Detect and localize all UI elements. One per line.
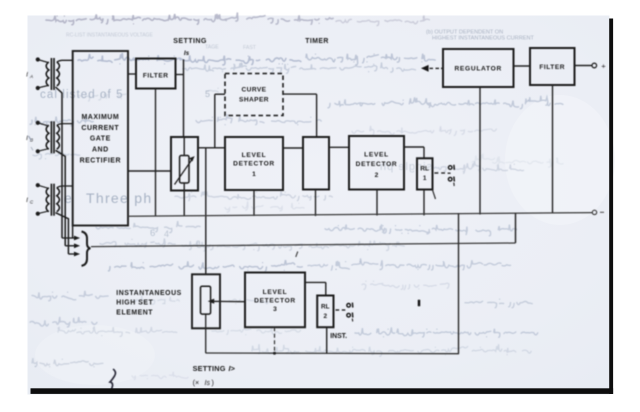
svg-text:MAXIMUM: MAXIMUM (81, 114, 119, 121)
svg-text:2: 2 (324, 313, 328, 320)
svg-text:+: + (601, 61, 606, 70)
svg-text:FILTER: FILTER (143, 73, 169, 80)
svg-text:CURRENT: CURRENT (81, 125, 119, 132)
svg-text:Is: Is (184, 50, 190, 57)
svg-text:B: B (30, 137, 33, 142)
svg-text:LEVEL: LEVEL (364, 152, 389, 159)
svg-text:SHAPER: SHAPER (239, 96, 269, 103)
svg-text:cal listed of 5: cal listed of 5 (40, 89, 124, 101)
svg-text:(b) OUTPUT DEPENDENT ON: (b) OUTPUT DEPENDENT ON (426, 30, 503, 36)
svg-text:TAGE: TAGE (205, 45, 219, 51)
svg-text:SETTING: SETTING (193, 364, 226, 373)
svg-text:I: I (26, 197, 28, 204)
svg-text:4: 4 (164, 229, 169, 239)
svg-text:HIGHEST INSTANTANEOUS CURRENT: HIGHEST INSTANTANEOUS CURRENT (432, 35, 535, 41)
svg-text:GATE: GATE (90, 136, 111, 143)
svg-text:): ) (212, 378, 214, 387)
svg-text:(×: (× (193, 378, 200, 387)
svg-text:CURVE: CURVE (242, 87, 267, 94)
svg-text:DETECTOR: DETECTOR (254, 297, 296, 304)
svg-text:AND: AND (92, 147, 109, 154)
svg-text:Is: Is (205, 380, 211, 387)
svg-text:LEVEL: LEVEL (242, 152, 267, 159)
svg-text:RECTIFIER: RECTIFIER (80, 158, 121, 165)
svg-text:single ph: single ph (379, 161, 432, 173)
svg-text:1: 1 (423, 175, 427, 182)
svg-text:FILTER: FILTER (539, 64, 565, 71)
svg-text:a: a (196, 238, 201, 247)
svg-text:3: 3 (273, 306, 277, 313)
svg-text:A: A (29, 74, 33, 79)
svg-text:1: 1 (252, 171, 256, 178)
svg-text:REGULATOR: REGULATOR (454, 65, 501, 72)
svg-text:DETECTOR: DETECTOR (356, 161, 398, 168)
svg-text:Three ph: Three ph (86, 190, 152, 206)
svg-text:6: 6 (150, 228, 155, 239)
svg-text:e: e (64, 190, 72, 206)
svg-text:RL: RL (321, 304, 330, 311)
svg-text:I: I (26, 135, 28, 142)
svg-text:C: C (30, 200, 34, 205)
svg-text:INSTANTANEOUS: INSTANTANEOUS (116, 290, 181, 297)
svg-text:DETECTOR: DETECTOR (233, 161, 275, 168)
svg-text:RL: RL (420, 165, 429, 172)
svg-text:SETTING: SETTING (173, 37, 207, 45)
svg-text:I>: I> (229, 364, 236, 373)
svg-text:LEVEL: LEVEL (263, 289, 288, 296)
svg-text:RC-LIST INSTANTANEOUS VOLTAGE: RC-LIST INSTANTANEOUS VOLTAGE (66, 33, 153, 39)
svg-text:I: I (26, 72, 28, 79)
svg-text:2: 2 (375, 172, 379, 179)
svg-text:INST.: INST. (330, 333, 347, 340)
svg-text:FAST: FAST (243, 45, 257, 51)
svg-text:HIGH SET: HIGH SET (116, 300, 153, 307)
svg-text:TIMER: TIMER (305, 38, 328, 45)
svg-text:ELEMENT: ELEMENT (116, 309, 153, 316)
svg-text:5: 5 (205, 89, 210, 99)
